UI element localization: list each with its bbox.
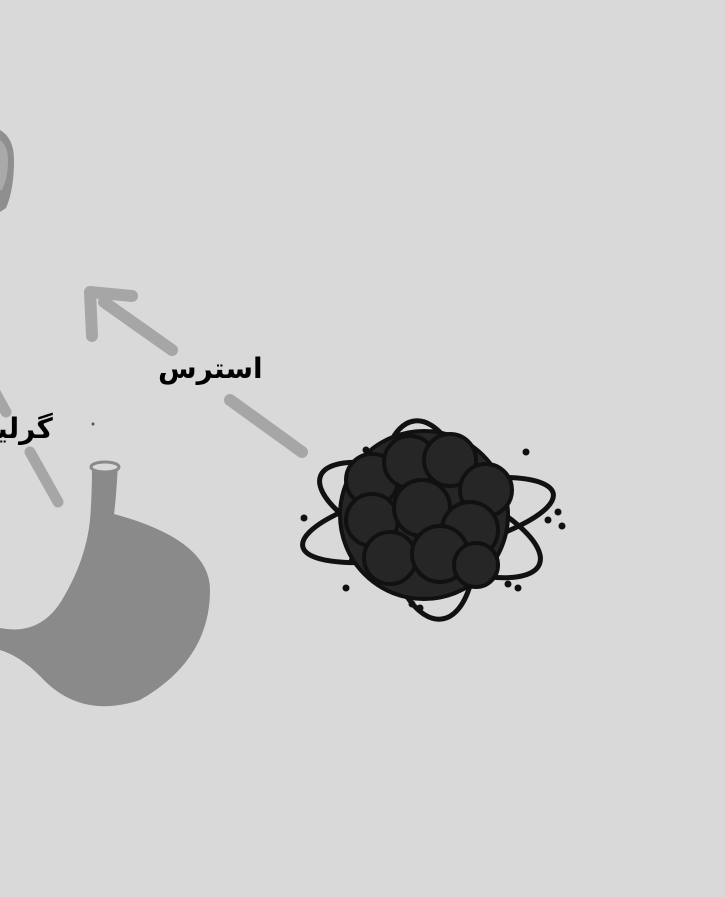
brain-fragment-icon bbox=[0, 130, 14, 212]
speck bbox=[92, 423, 95, 426]
stress-label: استرس bbox=[158, 352, 263, 385]
ghrelin-arrow-icon bbox=[0, 394, 58, 502]
stomach-icon bbox=[0, 462, 210, 706]
stress-blob-icon bbox=[296, 415, 566, 626]
ghrelin-label: گرلین bbox=[0, 412, 53, 445]
